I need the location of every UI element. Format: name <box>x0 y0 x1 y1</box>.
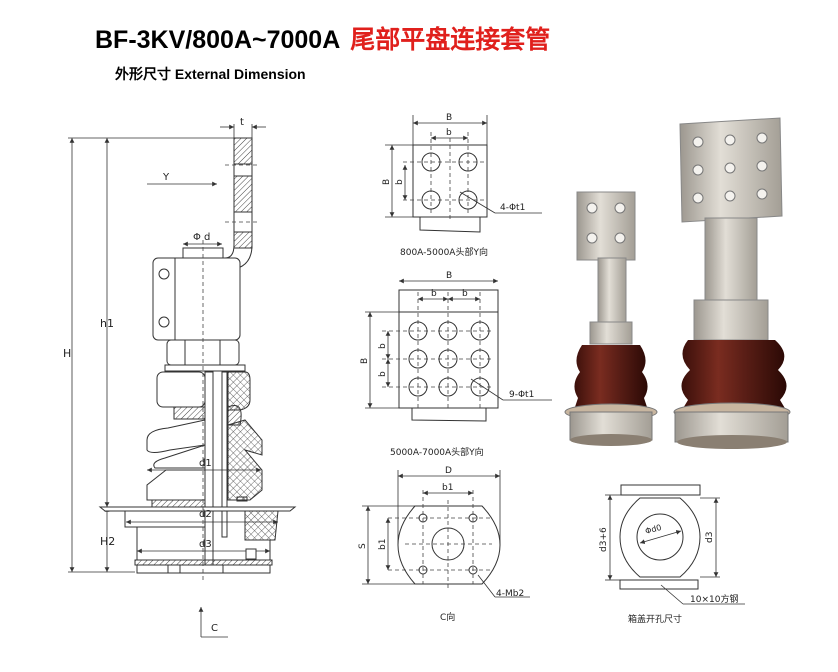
product-photo-small <box>564 191 658 446</box>
dim-S: S <box>358 543 368 549</box>
product-photo-large <box>673 117 791 449</box>
dim-d3-plus-6: d3+6 <box>599 527 609 552</box>
main-section-drawing: H h1 H2 t Y Φ d <box>63 117 297 638</box>
dim-B: B <box>446 271 452 281</box>
model-title: BF-3KV/800A~7000A <box>95 26 341 54</box>
dim-h1: h1 <box>100 317 114 330</box>
dim-b: b <box>446 128 452 138</box>
dim-d3: d3 <box>705 532 715 543</box>
dim-d3: d3 <box>199 539 212 550</box>
dim-d2: d2 <box>199 509 212 520</box>
dim-b1-left: b1 <box>378 539 388 550</box>
caption-cover-hole: 箱盖开孔尺寸 <box>628 613 682 625</box>
dim-H: H <box>63 347 71 360</box>
hole-spec: 4-Φt1 <box>500 203 525 213</box>
dim-b-left: b <box>395 179 405 185</box>
c-view: D b1 S b1 4-Mb2 C向 <box>358 466 530 623</box>
head-view-4-hole: B b B b 4-Φt1 800A-5000A头部Y向 <box>382 113 542 258</box>
dim-B-left: B <box>382 179 392 185</box>
page-title: BF-3KV/800A~7000A 尾部平盘连接套管 <box>95 20 550 56</box>
dim-B-left: B <box>360 358 370 364</box>
dim-b: b <box>431 289 437 299</box>
view-Y-label: Y <box>162 172 170 183</box>
dim-phi-d: Φ d <box>193 232 210 243</box>
steel-spec: 10×10方钢 <box>690 593 738 605</box>
view-C-label: C <box>211 623 218 634</box>
dim-b-left: b <box>378 371 388 377</box>
dim-b-left: b <box>378 343 388 349</box>
dim-t: t <box>240 117 244 128</box>
section-subtitle: 外形尺寸 External Dimension <box>115 66 306 82</box>
caption-800-5000: 800A-5000A头部Y向 <box>400 246 488 258</box>
dim-d1: d1 <box>199 458 212 469</box>
dim-b: b <box>462 289 468 299</box>
dim-B: B <box>446 113 452 123</box>
dim-H2: H2 <box>100 535 115 548</box>
dim-D: D <box>445 466 452 476</box>
caption-5000-7000: 5000A-7000A头部Y向 <box>390 446 484 458</box>
dim-phi-d0: Φd0 <box>644 523 662 536</box>
dim-b1: b1 <box>442 483 453 493</box>
hole-spec: 9-Φt1 <box>509 390 534 400</box>
head-view-9-hole: B b b B b b 9-Φt1 5000A-7000A头部Y向 <box>360 271 552 458</box>
product-name: 尾部平盘连接套管 <box>350 26 551 54</box>
bolt-spec: 4-Mb2 <box>496 589 524 599</box>
caption-c-view: C向 <box>440 611 455 623</box>
cover-hole-drawing: Φd0 d3+6 d3 10×10方钢 箱盖开孔尺寸 <box>599 484 745 625</box>
